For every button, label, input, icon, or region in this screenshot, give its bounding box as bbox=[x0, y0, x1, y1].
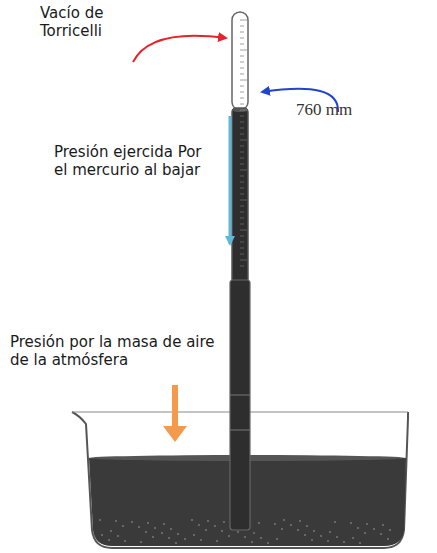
mercury-pressure-label: Presión ejercida Por el mercurio al baja… bbox=[54, 143, 204, 179]
vacuum-label: Vacío de Torricelli bbox=[40, 4, 132, 40]
atmospheric-pressure-label: Presión por la masa de aire de la atmósf… bbox=[10, 333, 215, 369]
height-dimension: 760 mm bbox=[296, 100, 386, 120]
